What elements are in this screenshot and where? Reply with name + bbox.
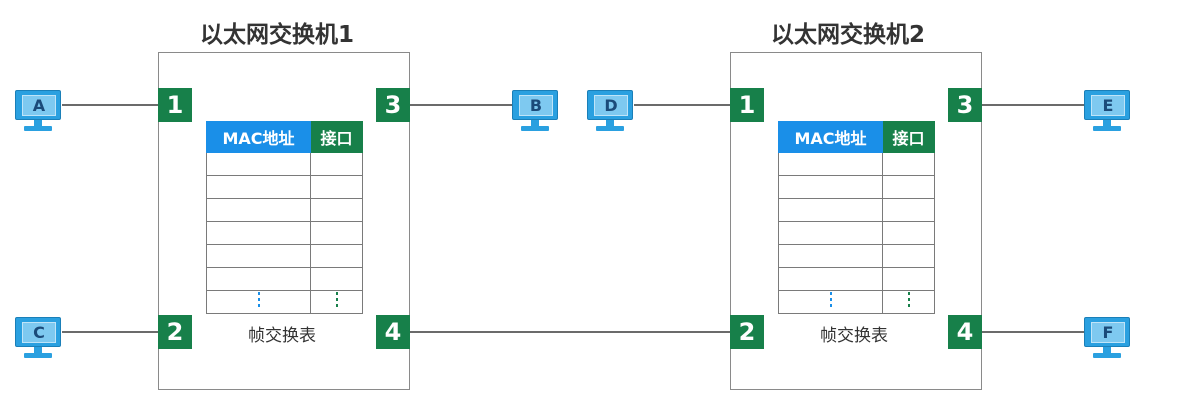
ellipsis-icon xyxy=(257,292,260,308)
host-b-label: B xyxy=(519,95,553,116)
host-a-computer-icon: A xyxy=(15,90,63,134)
table-row xyxy=(206,221,363,245)
switch-2-port-4: 4 xyxy=(948,315,982,349)
ellipsis-icon xyxy=(829,292,832,308)
switch-1-port-4: 4 xyxy=(376,315,410,349)
link-sw2-port3-e xyxy=(982,104,1086,106)
host-d-computer-icon: D xyxy=(587,90,635,134)
switch-2: MAC地址 接口 帧交换表 xyxy=(730,52,982,390)
link-sw1-port3-b xyxy=(410,104,514,106)
switch-2-table-caption: 帧交换表 xyxy=(820,326,888,346)
switch-2-port-2: 2 xyxy=(730,315,764,349)
table-row xyxy=(778,221,935,245)
host-f-label: F xyxy=(1091,322,1125,343)
port-header: 接口 xyxy=(310,121,363,153)
host-e-computer-icon: E xyxy=(1084,90,1132,134)
table-row-ellipsis xyxy=(778,290,935,314)
host-b-computer-icon: B xyxy=(512,90,560,134)
table-row xyxy=(206,267,363,291)
host-d-label: D xyxy=(594,95,628,116)
table-row xyxy=(778,152,935,176)
table-row xyxy=(206,175,363,199)
switch-1-frame-table: MAC地址 接口 xyxy=(206,121,363,314)
switch-2-port-1: 1 xyxy=(730,88,764,122)
link-d-sw2-port1 xyxy=(634,104,730,106)
table-row xyxy=(206,152,363,176)
switch-1-port-1: 1 xyxy=(158,88,192,122)
switch-1-title: 以太网交换机1 xyxy=(200,22,355,48)
host-a-label: A xyxy=(22,95,56,116)
link-sw2-port4-f xyxy=(982,331,1086,333)
switch-2-frame-table: MAC地址 接口 xyxy=(778,121,935,314)
table-row xyxy=(206,244,363,268)
mac-address-header: MAC地址 xyxy=(778,121,883,153)
host-c-computer-icon: C xyxy=(15,317,63,361)
table-row xyxy=(206,198,363,222)
table-row xyxy=(778,267,935,291)
port-header: 接口 xyxy=(882,121,935,153)
host-e-label: E xyxy=(1091,95,1125,116)
switch-1-port-2: 2 xyxy=(158,315,192,349)
mac-address-header: MAC地址 xyxy=(206,121,311,153)
ellipsis-icon xyxy=(907,292,910,308)
link-a-sw1-port1 xyxy=(62,104,158,106)
switch-1: MAC地址 接口 帧交换表 xyxy=(158,52,410,390)
table-row xyxy=(778,175,935,199)
link-sw1-port4-sw2-port2 xyxy=(410,331,730,333)
host-f-computer-icon: F xyxy=(1084,317,1132,361)
host-c-label: C xyxy=(22,322,56,343)
table-row xyxy=(778,198,935,222)
switch-1-port-3: 3 xyxy=(376,88,410,122)
table-row xyxy=(778,244,935,268)
switch-2-title: 以太网交换机2 xyxy=(771,22,926,48)
switch-1-table-caption: 帧交换表 xyxy=(248,326,316,346)
link-c-sw1-port2 xyxy=(62,331,158,333)
switch-2-port-3: 3 xyxy=(948,88,982,122)
ellipsis-icon xyxy=(335,292,338,308)
table-row-ellipsis xyxy=(206,290,363,314)
